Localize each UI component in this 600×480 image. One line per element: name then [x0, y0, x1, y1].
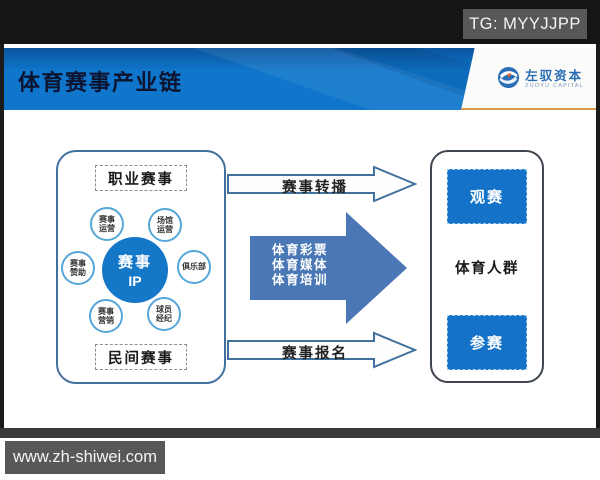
satellite-venue-operation: 场馆 运营 [148, 208, 182, 242]
company-name-en: ZUOYU CAPITAL [525, 83, 584, 90]
company-logo: 左驭资本 ZUOYU CAPITAL [497, 66, 584, 94]
satellite-event-marketing: 赛事 营销 [89, 299, 123, 333]
title-banner: 体育赛事产业链 左驭资本 ZUOYU CAPITAL [4, 48, 596, 110]
page-title: 体育赛事产业链 [18, 70, 183, 95]
satellite-event-operation: 赛事 运营 [90, 207, 124, 241]
bottom-letterbox-strip [0, 428, 600, 438]
professional-events-label: 职业赛事 [95, 165, 187, 191]
telegram-watermark-tag: TG: MYYJJPP [463, 9, 587, 39]
website-watermark: www.zh-shiwei.com [5, 441, 165, 474]
sports-population-panel: 观赛 体育人群 参赛 [430, 150, 544, 383]
watch-events-box: 观赛 [447, 169, 527, 224]
zuoyu-logo-icon [497, 66, 520, 94]
banner-logo-corner [461, 48, 596, 110]
derivatives-arrow-label: 体育彩票 体育媒体 体育培训 [272, 243, 329, 287]
company-name: 左驭资本 [525, 69, 584, 84]
top-letterbox-bar: TG: MYYJJPP [0, 0, 600, 44]
event-ip-core-line1: 赛事 [117, 254, 152, 271]
broadcast-arrow-shape [227, 165, 417, 203]
company-logo-text: 左驭资本 ZUOYU CAPITAL [525, 69, 584, 90]
satellite-event-sponsorship: 赛事 赞助 [61, 251, 95, 285]
event-ip-core-line2: IP [128, 273, 142, 289]
participate-events-box: 参赛 [447, 315, 527, 370]
satellite-club: 俱乐部 [177, 250, 211, 284]
event-ip-panel: 职业赛事 民间赛事 赛事 运营 场馆 运营 赛事 赞助 俱乐部 赛事 营销 球员… [56, 150, 226, 384]
event-ip-core-circle: 赛事 IP [102, 237, 168, 303]
banner-orange-accent-line [461, 107, 596, 110]
registration-arrow-label: 赛事报名 [282, 346, 348, 362]
derivatives-arrow-shape [250, 212, 407, 324]
satellite-player-agency: 球员 经纪 [147, 297, 181, 331]
amateur-events-label: 民间赛事 [95, 344, 187, 370]
sports-population-label: 体育人群 [455, 261, 519, 277]
broadcast-arrow-label: 赛事转播 [282, 180, 348, 196]
registration-arrow-shape [227, 331, 417, 369]
